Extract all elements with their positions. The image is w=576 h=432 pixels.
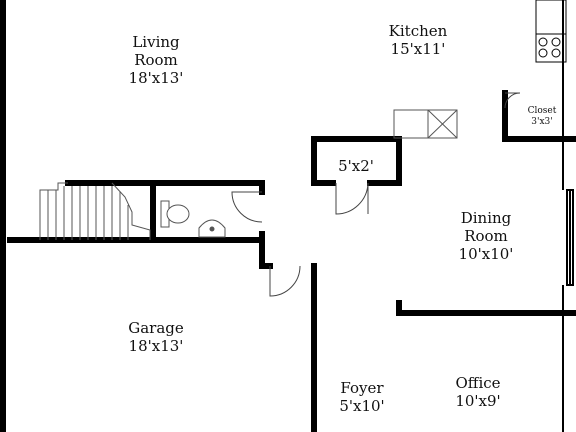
stairs-icon: [39, 182, 151, 240]
bath-door-icon: [231, 191, 263, 223]
room-name: Closet: [527, 106, 557, 116]
exterior-wall-right: [562, 0, 574, 432]
room-dimensions: 3'x3': [531, 117, 553, 127]
stove-icon: [535, 0, 567, 63]
pantry-label: 5'x2': [326, 157, 386, 175]
office-label: Office 10'x9': [436, 374, 520, 410]
living-room-label: Living Room 18'x13': [108, 33, 204, 87]
fridge-fixture: [393, 109, 458, 139]
doors: [231, 92, 521, 297]
sink-icon: [198, 219, 226, 238]
foyer-label: Foyer 5'x10': [322, 379, 402, 415]
pantry-door-icon: [335, 182, 369, 215]
room-dimensions: 5'x10': [339, 397, 385, 415]
closet-door-icon: [504, 92, 521, 109]
room-name: Dining Room: [460, 209, 512, 245]
room-dimensions: 10'x9': [455, 392, 501, 410]
room-name: Office: [455, 374, 501, 392]
burner-icon: [538, 37, 548, 47]
room-dimensions: 15'x11': [390, 40, 446, 58]
burner-icon: [551, 48, 561, 58]
room-name: Kitchen: [388, 22, 448, 40]
room-dimensions: 18'x13': [128, 337, 184, 355]
room-name: Garage: [128, 319, 184, 337]
toilet-icon: [160, 200, 190, 228]
room-name: Living Room: [132, 33, 180, 69]
room-dimensions: 10'x10': [458, 245, 514, 263]
stove-fixture: [535, 0, 567, 63]
burner-icon: [538, 48, 548, 58]
burner-icon: [551, 37, 561, 47]
dining-room-label: Dining Room 10'x10': [436, 209, 536, 263]
room-dimensions: 18'x13': [128, 69, 184, 87]
room-name: Foyer: [340, 379, 384, 397]
room-dimensions: 5'x2': [338, 157, 374, 175]
kitchen-label: Kitchen 15'x11': [368, 22, 468, 58]
garage-label: Garage 18'x13': [108, 319, 204, 355]
garage-door-icon: [269, 265, 301, 297]
fridge-icon: [393, 109, 458, 139]
closet-label: Closet 3'x3': [519, 106, 565, 128]
